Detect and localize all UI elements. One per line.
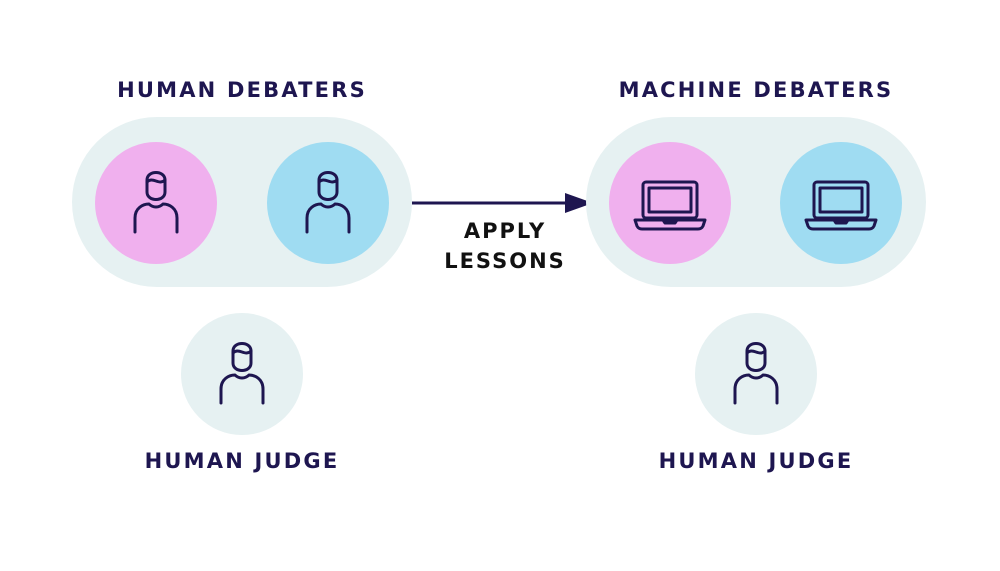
right-human-judge <box>695 313 817 435</box>
machine-debater-1 <box>609 142 731 264</box>
arrow <box>412 193 593 213</box>
apply-label-line1: APPLY <box>463 219 547 243</box>
laptop-icon <box>804 180 878 231</box>
apply-label-line2: LESSONS <box>444 249 566 273</box>
person-icon <box>219 342 265 405</box>
arrow-head <box>565 193 593 213</box>
human-debater-2 <box>267 142 389 264</box>
apply-lessons-label: APPLY LESSONS <box>420 216 590 276</box>
left-human-judge <box>181 313 303 435</box>
right-judge-label: HUMAN JUDGE <box>658 449 854 473</box>
person-icon <box>133 171 179 234</box>
person-icon <box>733 342 779 405</box>
human-debater-1 <box>95 142 217 264</box>
laptop-icon <box>633 180 707 231</box>
machine-debaters-title: MACHINE DEBATERS <box>618 78 894 102</box>
machine-debater-2 <box>780 142 902 264</box>
human-debaters-title: HUMAN DEBATERS <box>117 78 367 102</box>
person-icon <box>305 171 351 234</box>
left-judge-label: HUMAN JUDGE <box>144 449 340 473</box>
